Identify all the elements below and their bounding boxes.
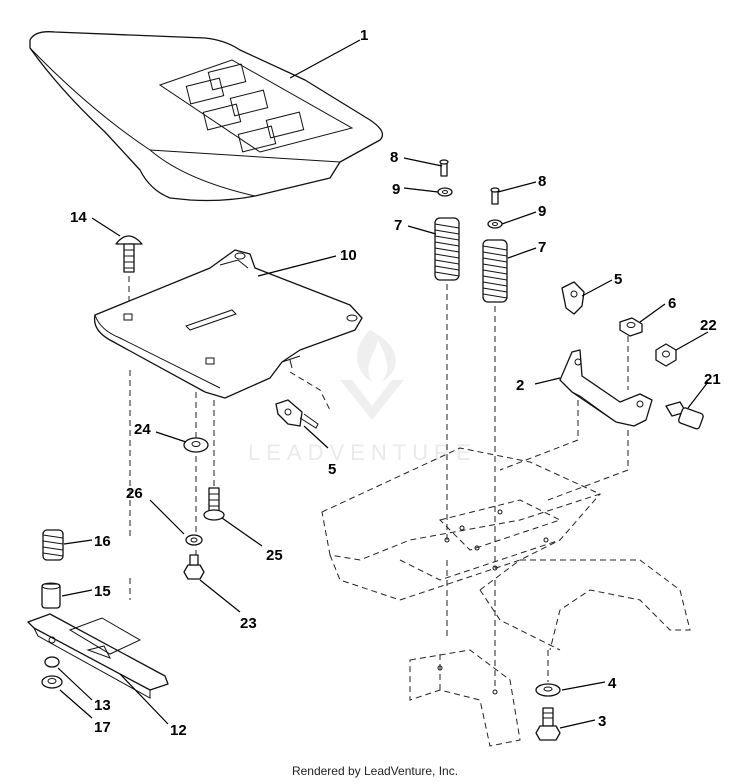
bracket-plate-part xyxy=(27,613,169,699)
washer-part-right xyxy=(487,219,503,229)
spring-part xyxy=(42,529,64,561)
callout-22: 22 xyxy=(700,317,717,334)
callout-labels: 1 2 3 4 5 5 6 7 7 8 8 9 9 10 12 13 14 15… xyxy=(70,27,721,739)
callout-16: 16 xyxy=(94,533,111,550)
callout-5-left: 5 xyxy=(328,461,336,478)
coil-spring-part-right xyxy=(482,239,508,303)
screw-part-left xyxy=(439,159,449,177)
callout-9-right: 9 xyxy=(538,203,546,220)
callout-7-right: 7 xyxy=(538,239,546,256)
carriage-bolt-part xyxy=(115,235,143,273)
lock-washer-part xyxy=(185,534,203,546)
screw-part-right xyxy=(490,187,500,205)
seat-assembly-diagram: LEADVENTURE xyxy=(27,27,721,747)
pivot-bracket-part xyxy=(559,349,653,427)
callout-23: 23 xyxy=(240,615,257,632)
callout-17: 17 xyxy=(94,719,111,736)
spacer-part xyxy=(41,582,61,609)
callout-6: 6 xyxy=(668,295,676,312)
callout-8-right: 8 xyxy=(538,173,546,190)
callout-26: 26 xyxy=(126,485,143,502)
callout-3: 3 xyxy=(598,713,606,730)
callout-21: 21 xyxy=(704,371,721,388)
callout-7-left: 7 xyxy=(394,217,402,234)
callout-14: 14 xyxy=(70,209,87,226)
hex-nut-part xyxy=(619,317,643,337)
callout-25: 25 xyxy=(266,547,283,564)
footer-credit: Rendered by LeadVenture, Inc. xyxy=(291,764,459,778)
lock-nut-part xyxy=(655,343,677,367)
seat-pan-part xyxy=(93,249,363,399)
clip-part-left xyxy=(275,399,319,429)
hex-bolt-part-frame xyxy=(535,707,561,741)
washer-part-frame xyxy=(535,683,561,697)
callout-13: 13 xyxy=(94,697,111,714)
callout-8-left: 8 xyxy=(390,149,398,166)
callout-2: 2 xyxy=(516,377,524,394)
shoulder-bolt-part-right xyxy=(665,401,704,430)
leader-lines xyxy=(57,39,709,729)
nut-part xyxy=(44,656,60,668)
watermark-text: LEADVENTURE xyxy=(248,440,477,465)
seat-part xyxy=(29,31,384,202)
hex-bolt-part xyxy=(183,554,205,580)
callout-12: 12 xyxy=(170,722,187,739)
callout-15: 15 xyxy=(94,583,111,600)
flange-nut-part xyxy=(41,675,63,689)
washer-part xyxy=(183,437,209,453)
tractor-frame-outline xyxy=(321,447,691,747)
coil-spring-part-left xyxy=(434,217,460,281)
callout-24: 24 xyxy=(134,421,151,438)
callout-9-left: 9 xyxy=(392,181,400,198)
callout-5-right: 5 xyxy=(614,271,622,288)
callout-1: 1 xyxy=(360,27,368,44)
clip-part-right xyxy=(561,281,585,315)
washer-part-left xyxy=(437,187,453,197)
shoulder-bolt-part xyxy=(203,487,225,521)
callout-4: 4 xyxy=(608,675,617,692)
callout-10: 10 xyxy=(340,247,357,264)
